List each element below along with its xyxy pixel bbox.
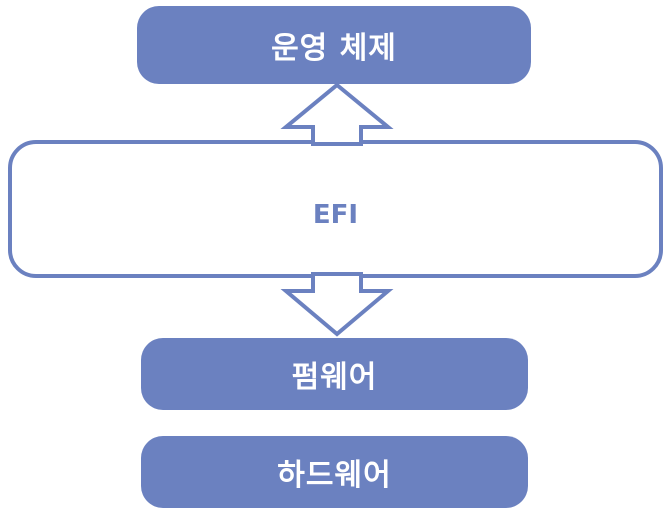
arrow-down-icon (280, 272, 394, 337)
operating-system-label: 운영 체제 (271, 31, 397, 66)
operating-system-box: 운영 체제 (137, 6, 531, 84)
hardware-label: 하드웨어 (277, 458, 392, 493)
arrow-up-icon (280, 82, 394, 146)
firmware-label: 펌웨어 (291, 360, 378, 395)
efi-label: EFI (312, 200, 359, 230)
firmware-box: 펌웨어 (141, 338, 528, 410)
hardware-box: 하드웨어 (141, 436, 528, 508)
